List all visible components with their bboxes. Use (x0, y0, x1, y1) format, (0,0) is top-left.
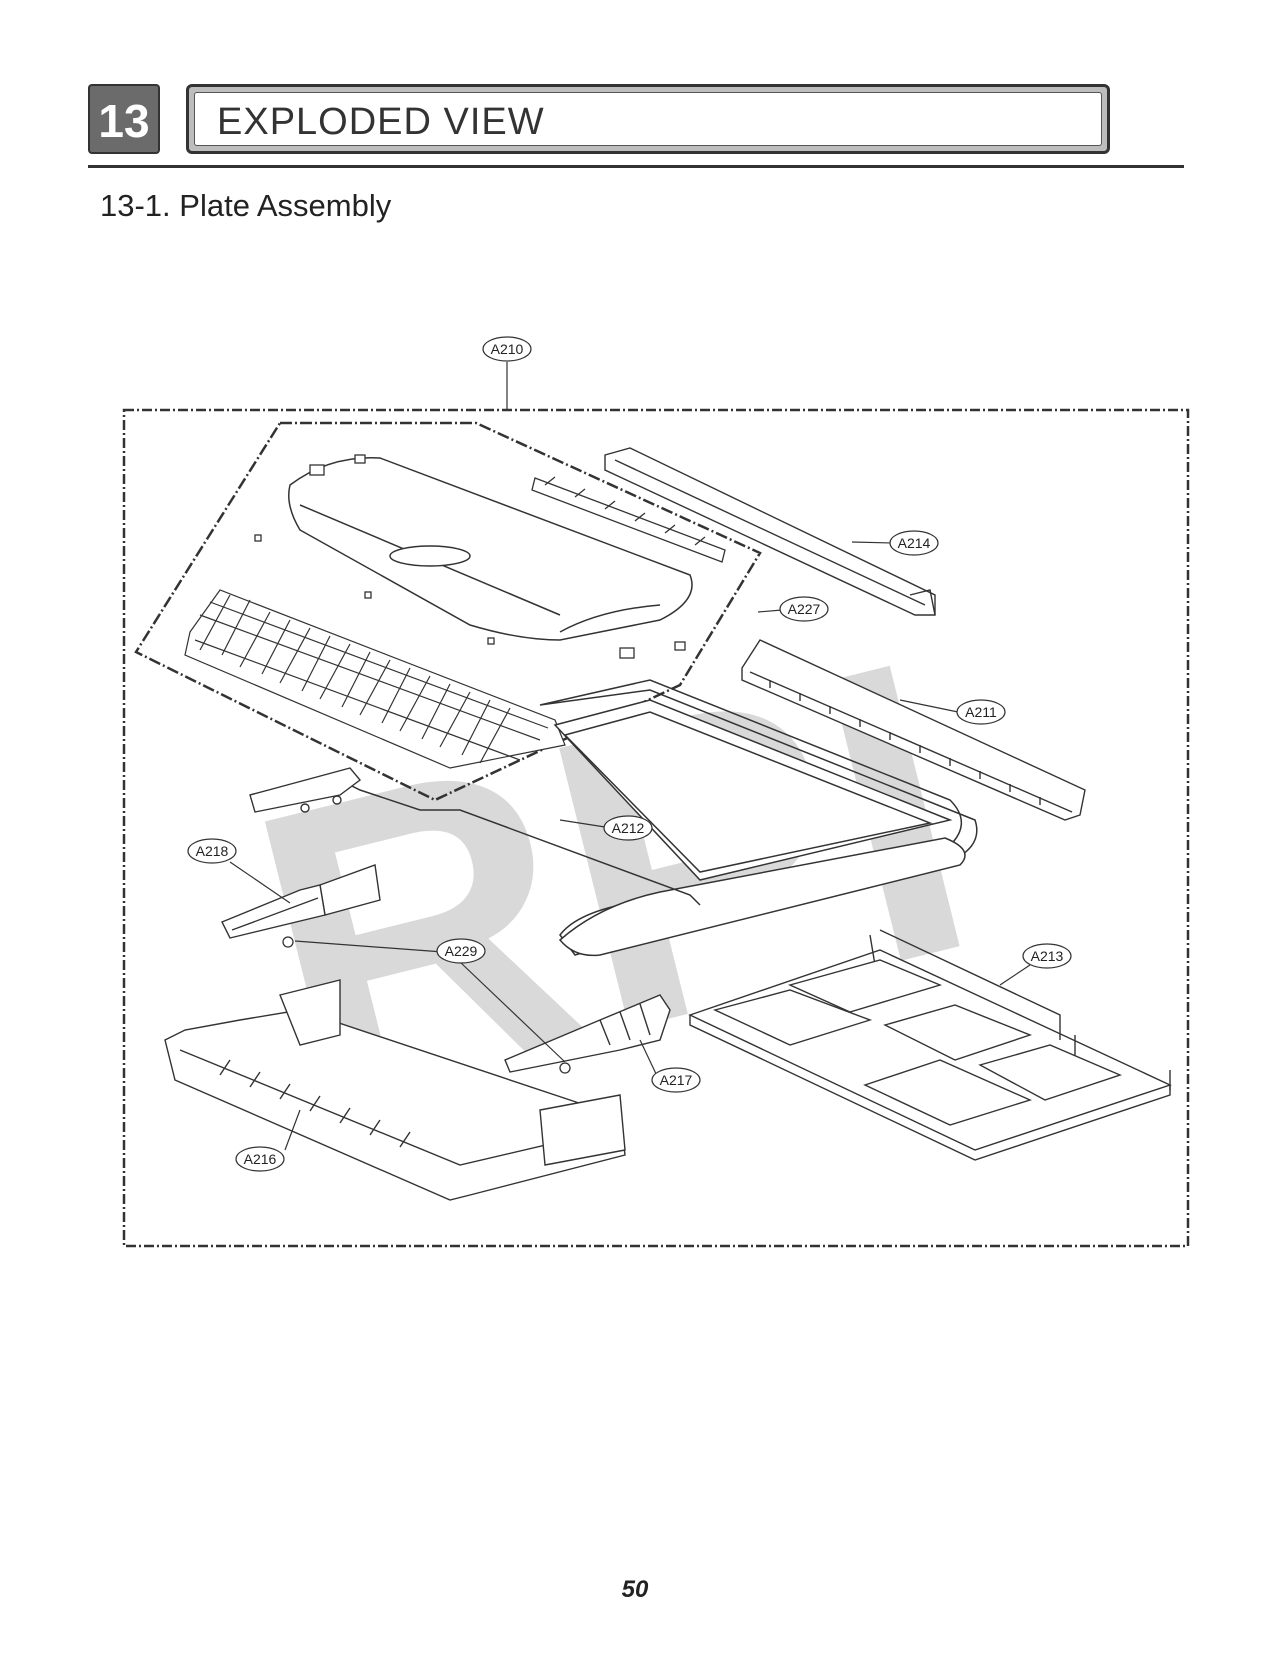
clip-parts (254, 454, 686, 659)
callout-a218: A218 (187, 838, 237, 864)
section-title-box: EXPLODED VIEW (186, 84, 1110, 154)
assembly-border (122, 408, 1190, 1248)
callout-a211-label: A211 (965, 704, 997, 720)
header-rule (88, 165, 1184, 168)
callout-a229: A229 (436, 938, 486, 964)
section-number-badge: 13 (88, 84, 160, 154)
callout-a227-label: A227 (788, 601, 821, 617)
callout-a213: A213 (1022, 943, 1072, 969)
callout-a212: A212 (603, 815, 653, 841)
callout-a211: A211 (956, 699, 1006, 725)
base-plate-part (688, 929, 1172, 1161)
hinge-bracket-part (531, 476, 726, 563)
left-bracket-part (221, 864, 381, 939)
rear-rail-part (604, 447, 936, 616)
callout-a210: A210 (482, 336, 532, 362)
callout-a213-label: A213 (1031, 948, 1064, 964)
callout-a214-label: A214 (898, 535, 931, 551)
right-bracket-part (504, 994, 671, 1073)
section-title: EXPLODED VIEW (217, 101, 545, 143)
trim-piece-part (249, 767, 362, 813)
callout-a227: A227 (779, 596, 829, 622)
callout-a217-label: A217 (660, 1072, 693, 1088)
washer-parts (282, 936, 571, 1074)
leader-lines (229, 362, 1031, 1151)
callout-a216-label: A216 (244, 1151, 277, 1167)
base-tray-part (164, 979, 626, 1201)
page-number: 50 (621, 1576, 649, 1603)
side-bracket-part (741, 639, 1086, 821)
callout-a212-label: A212 (612, 820, 645, 836)
frame-part (249, 679, 978, 957)
callout-a229-label: A229 (445, 943, 478, 959)
callout-a217: A217 (651, 1067, 701, 1093)
grille-part (184, 589, 566, 769)
subassembly-outline (134, 421, 762, 802)
callout-a210-label: A210 (491, 341, 524, 357)
callout-a216: A216 (235, 1146, 285, 1172)
callout-a214: A214 (889, 530, 939, 556)
top-lid-part (288, 456, 693, 641)
callout-a218-label: A218 (196, 843, 229, 859)
subsection-title: 13-1. Plate Assembly (100, 188, 392, 223)
section-title-inner: EXPLODED VIEW (194, 92, 1102, 146)
